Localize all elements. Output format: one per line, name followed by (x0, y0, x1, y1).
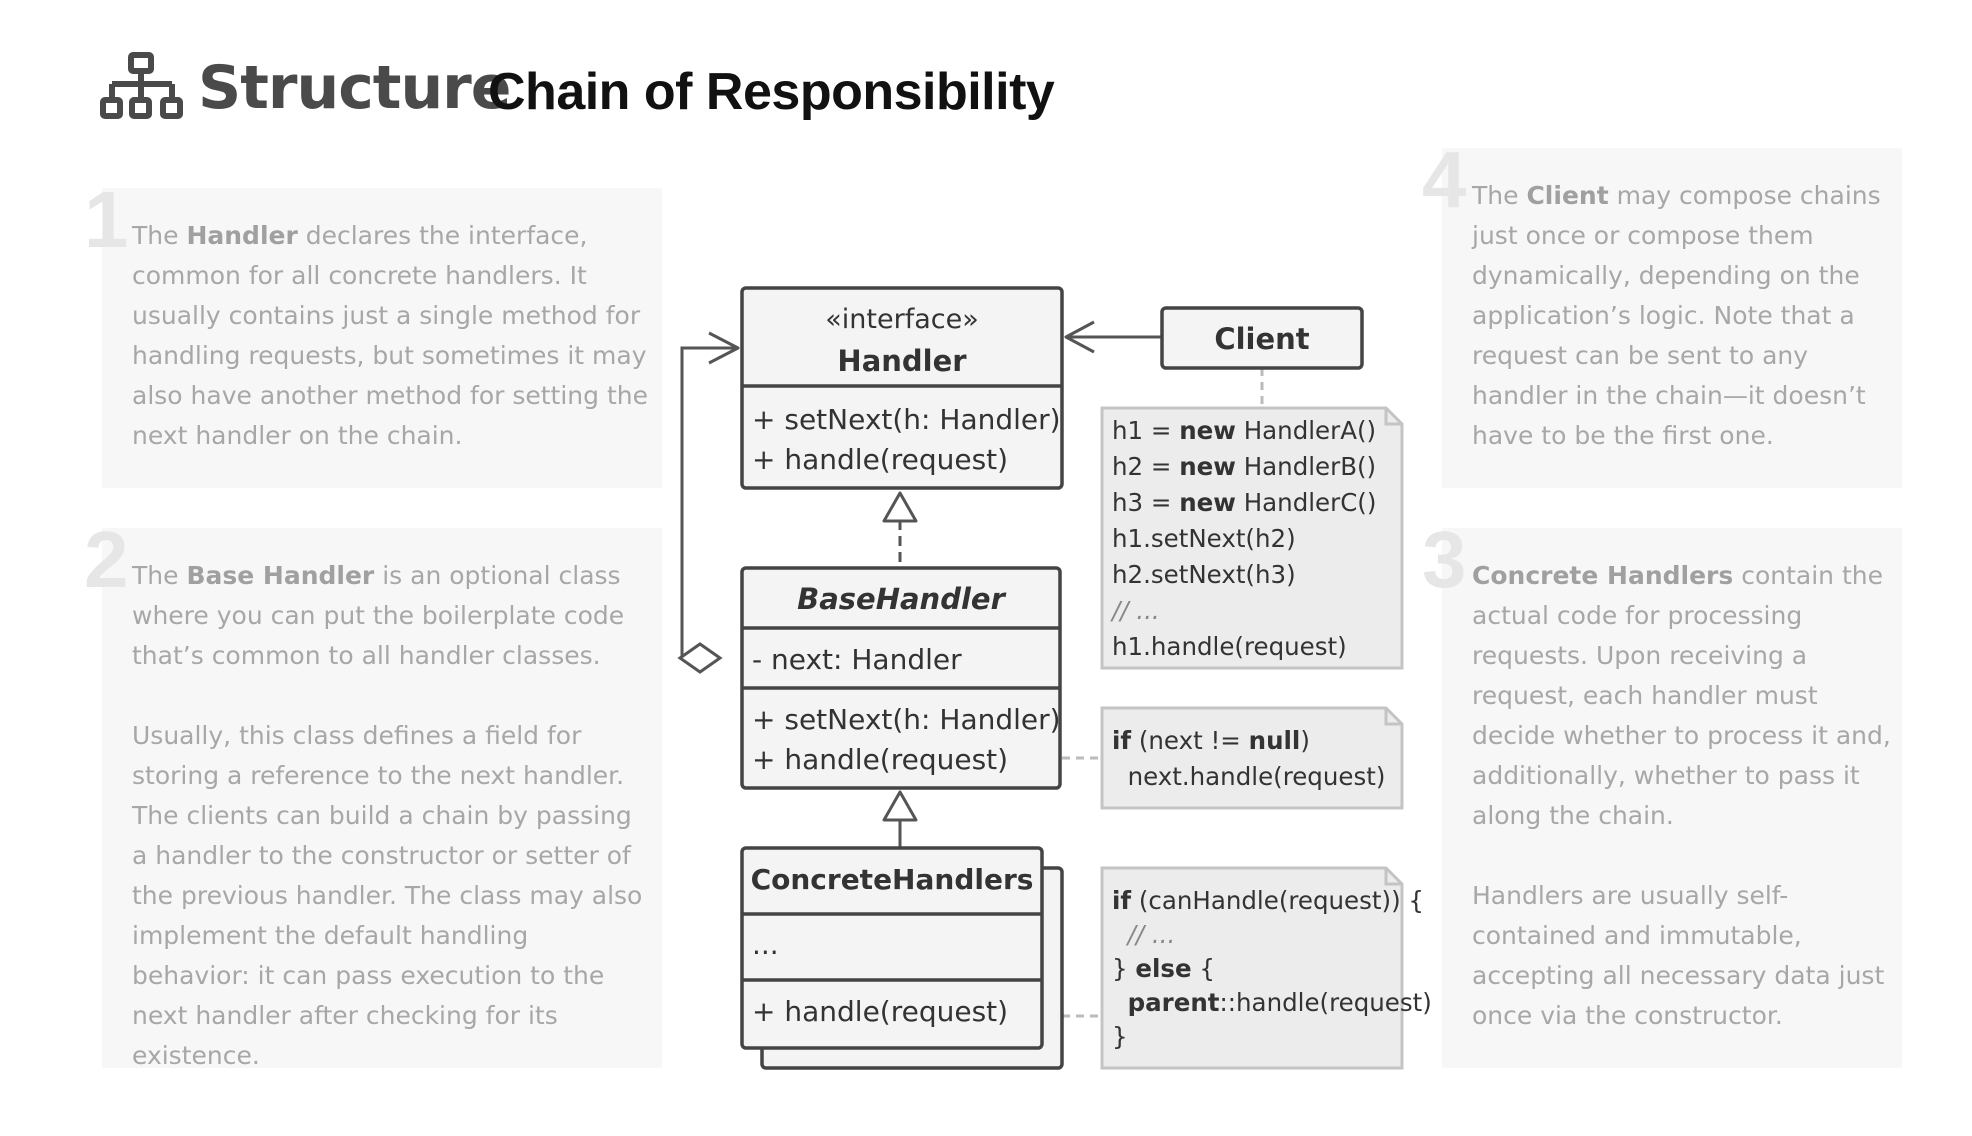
client-code-line: h2.setNext(h3) (1112, 560, 1296, 589)
structure-hierarchy-icon (100, 52, 183, 119)
base-handler-field: - next: Handler (752, 643, 962, 676)
base-implements-arrowhead (882, 491, 918, 523)
concrete-code-line: } else { (1112, 954, 1215, 983)
concrete-handlers-body: ... (752, 928, 779, 961)
next-aggregation-line (680, 346, 738, 660)
client-class: Client (1160, 306, 1364, 370)
concrete-handlers-class: ConcreteHandlers ... + handle(request) (740, 846, 1064, 1070)
note-1-panel (102, 188, 662, 488)
base-handler-method-handle: + handle(request) (752, 743, 1008, 776)
concrete-extends-arrowhead (882, 790, 918, 822)
client-code-line: h3 = new HandlerC() (1112, 488, 1376, 517)
note-3-number: 3 (1422, 515, 1467, 604)
concrete-code-note: if (canHandle(request)) { // ... } else {… (1100, 866, 1432, 1070)
note-4-number: 4 (1422, 135, 1467, 224)
client-code-line: h2 = new HandlerB() (1112, 452, 1376, 481)
base-handler-name: BaseHandler (797, 582, 1006, 616)
client-code-line: h1.setNext(h2) (1112, 524, 1296, 553)
note-2-number: 2 (84, 515, 129, 604)
note-2-panel (102, 528, 662, 1068)
client-code-line: // ... (1110, 596, 1160, 625)
note-2-text: The Base Handler is an optional class wh… (132, 561, 643, 1070)
handler-method-handle: + handle(request) (752, 443, 1008, 476)
note-3-panel (1442, 528, 1902, 1068)
note-1-text: The Handler declares the interface, comm… (132, 221, 648, 450)
handler-class: «interface» Handler + setNext(h: Handler… (740, 286, 1064, 490)
concrete-code-line: } (1112, 1022, 1128, 1051)
base-code-note: if (next != null) next.handle(request) (1100, 706, 1404, 810)
base-code-line: if (next != null) (1112, 726, 1310, 755)
concrete-code-line: parent::handle(request) (1112, 988, 1432, 1017)
client-code-line: h1.handle(request) (1112, 632, 1347, 661)
handler-method-setnext: + setNext(h: Handler) (752, 403, 1061, 436)
concrete-handlers-method: + handle(request) (752, 995, 1008, 1028)
next-aggregation-diamond (677, 642, 723, 674)
client-arrowhead (1064, 320, 1095, 354)
section-heading: Structure (198, 53, 511, 123)
concrete-handlers-name: ConcreteHandlers (751, 863, 1034, 896)
concrete-code-line: // ... (1112, 920, 1175, 949)
base-handler-class: BaseHandler - next: Handler + setNext(h:… (740, 566, 1062, 790)
note-3-text: Concrete Handlers contain the actual cod… (1472, 561, 1891, 1030)
page-title: Chain of Responsibility (488, 63, 1055, 121)
client-name: Client (1214, 322, 1309, 356)
base-handler-method-setnext: + setNext(h: Handler) (752, 703, 1061, 736)
base-code-line: next.handle(request) (1112, 762, 1385, 791)
note-1-number: 1 (84, 175, 129, 264)
note-4-panel (1442, 148, 1902, 488)
concrete-code-line: if (canHandle(request)) { (1112, 886, 1424, 915)
next-aggregation-arrowhead (708, 331, 740, 365)
client-code-line: h1 = new HandlerA() (1112, 416, 1376, 445)
handler-stereotype: «interface» (825, 304, 978, 335)
note-4-text: The Client may compose chains just once … (1472, 181, 1881, 450)
client-code-note: h1 = new HandlerA() h2 = new HandlerB() h3… (1100, 406, 1404, 670)
handler-name: Handler (837, 344, 967, 378)
